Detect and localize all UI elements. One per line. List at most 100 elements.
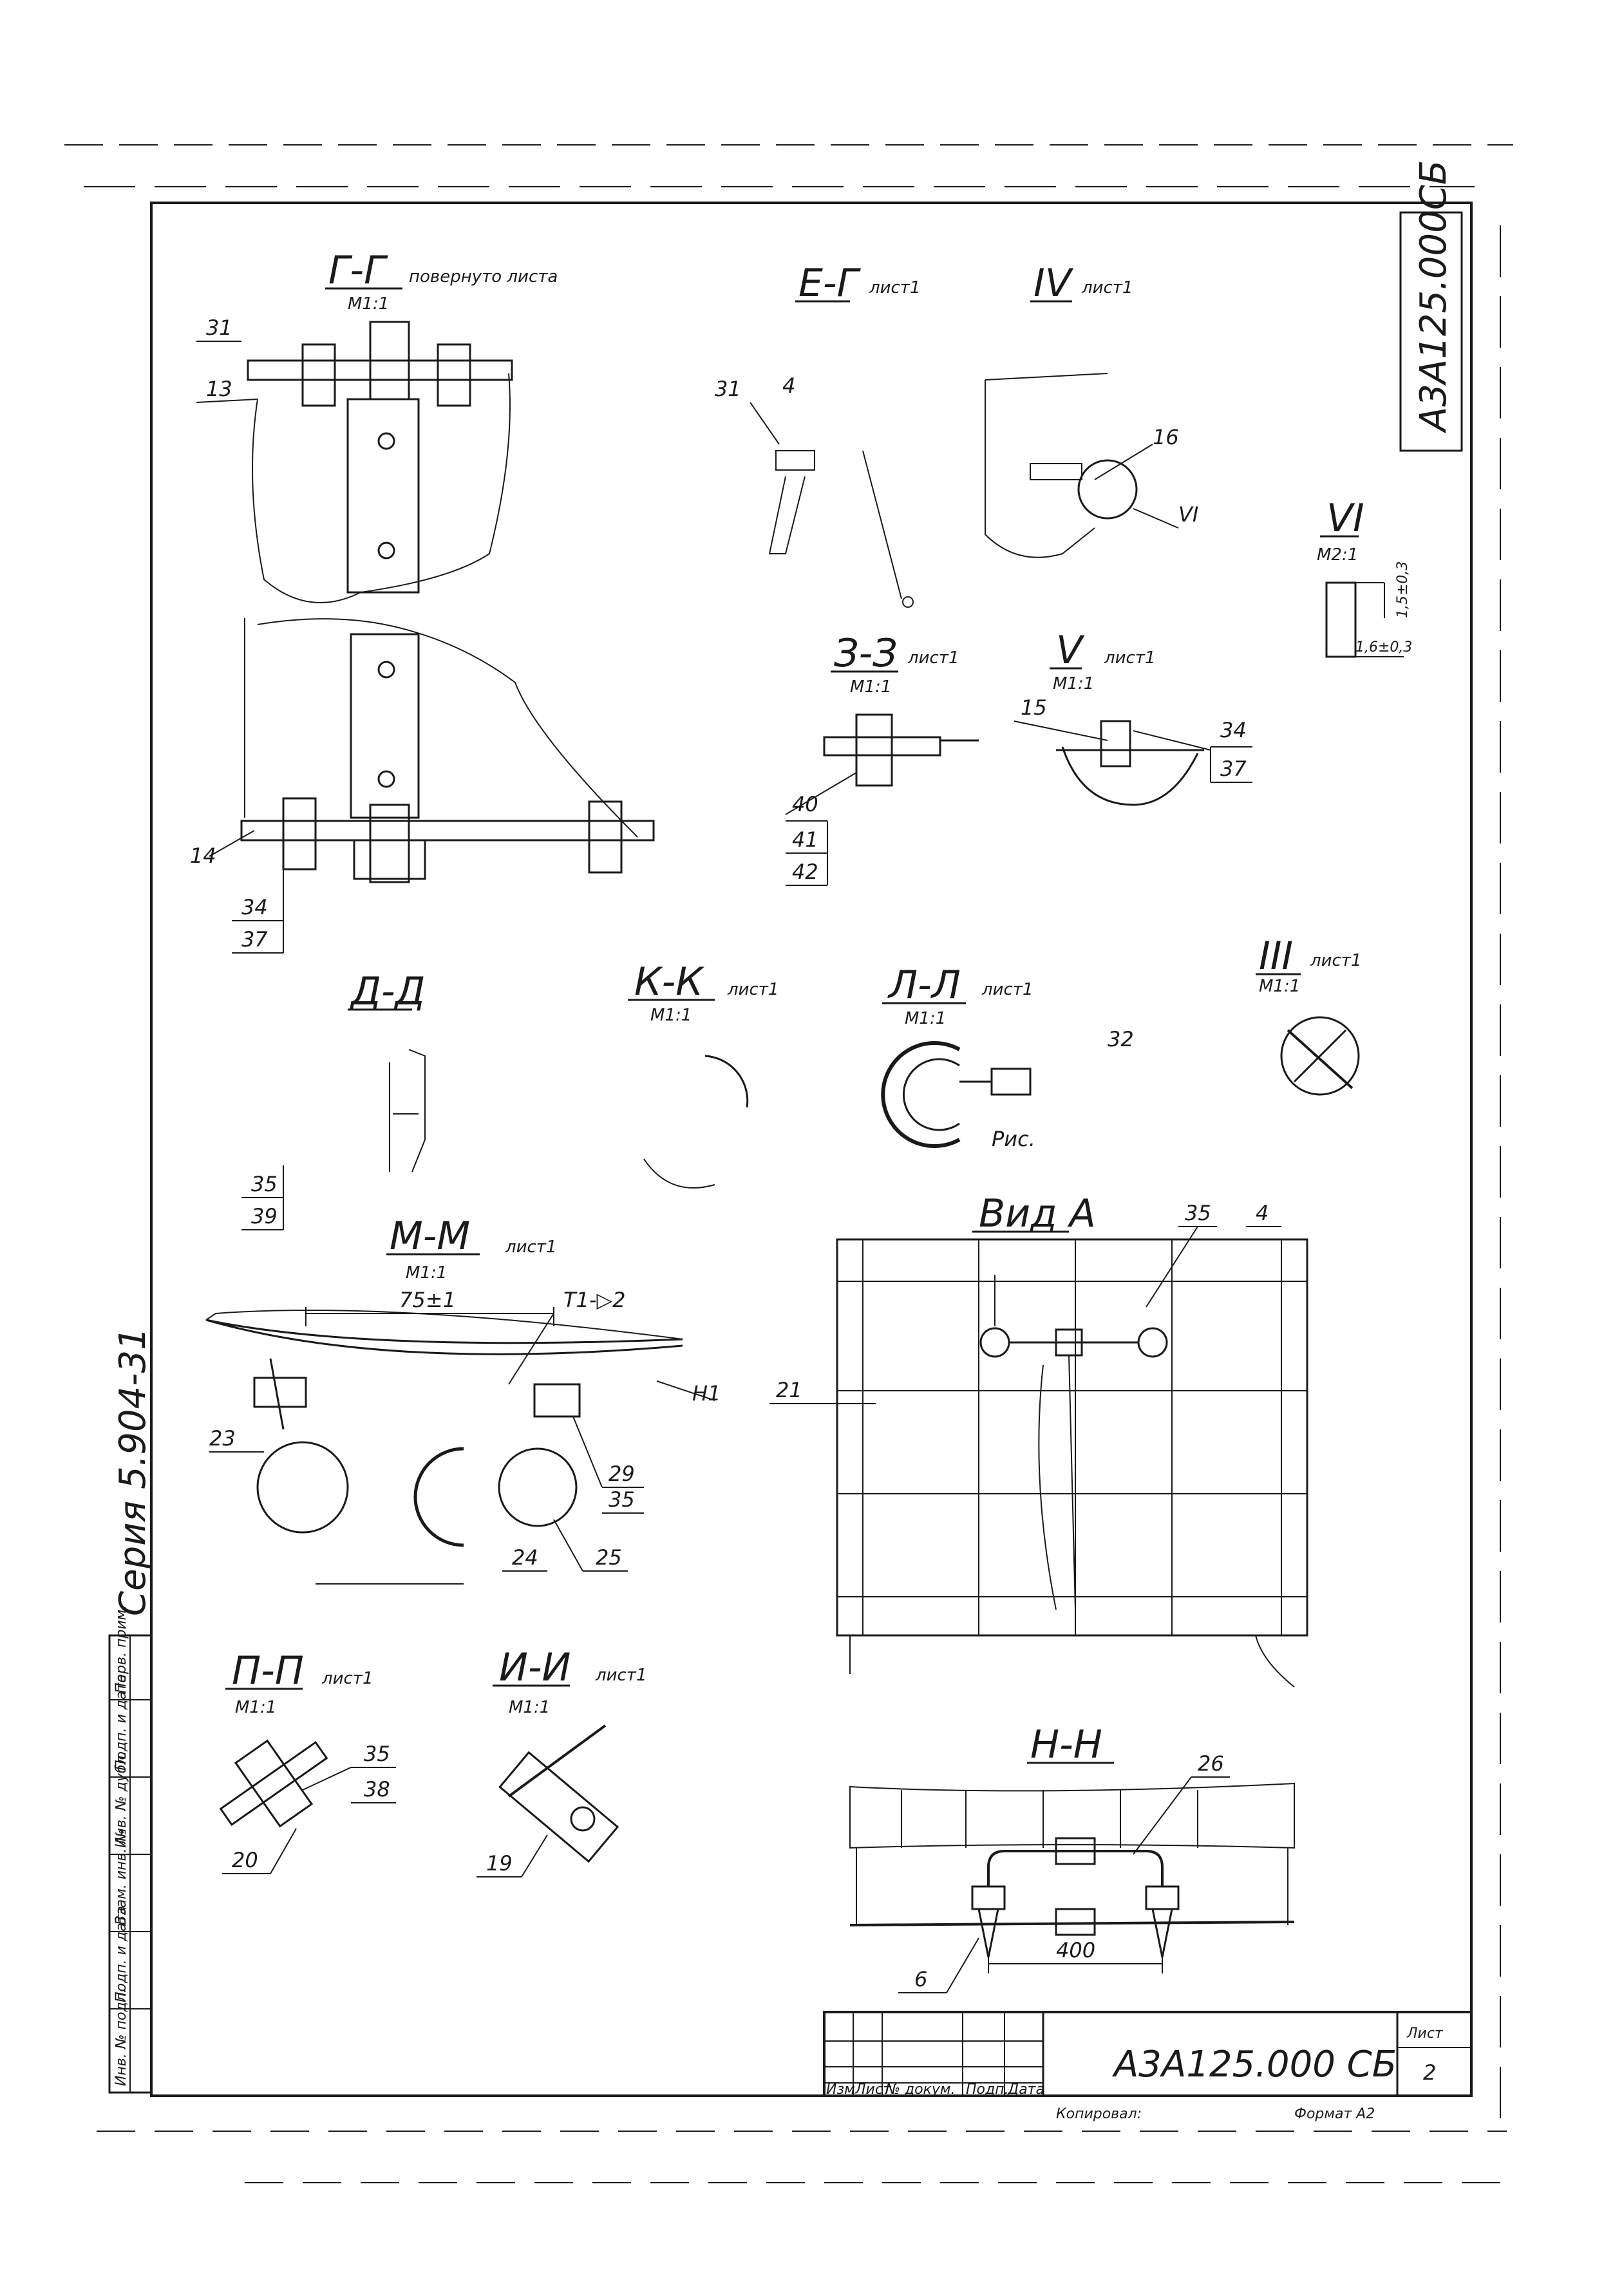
ref-19: 19	[486, 1851, 513, 1876]
view-title: П-П	[232, 1648, 304, 1693]
ref-42: 42	[792, 860, 818, 884]
ref-vi: VI	[1178, 502, 1198, 527]
ref-31: 31	[715, 377, 741, 401]
view-scale: М2:1	[1317, 545, 1358, 565]
view-vi: VI М2:1 1,5±0,3 1,6±0,3	[1317, 496, 1412, 658]
ref-31: 31	[206, 315, 232, 340]
ref-35: 35	[609, 1487, 635, 1512]
left-strip-label: Инв. № подл.	[113, 1988, 129, 2086]
ref-34: 34	[1220, 718, 1247, 742]
ref-40: 40	[792, 792, 818, 816]
ref-39: 39	[251, 1204, 278, 1228]
left-strip-label: Подп. и дата	[113, 1906, 129, 2002]
ref-34: 34	[241, 895, 268, 919]
ref-13: 13	[206, 377, 232, 401]
view-zz: З-З лист1 М1:1 40 41 42	[785, 631, 979, 886]
view-title: Д-Д	[349, 969, 425, 1014]
dim-75: 75±1	[399, 1288, 456, 1312]
view-ii: И-И лист1 М1:1 19	[476, 1645, 647, 1877]
ref-29: 29	[609, 1462, 635, 1486]
view-ll: Л-Л лист1 М1:1 32	[881, 963, 1134, 1148]
sheet-label: Лист	[1406, 2026, 1444, 2042]
view-nn: Н-Н 26 400 6	[849, 1722, 1295, 1993]
view-title: Вид А	[979, 1191, 1096, 1236]
ref-23: 23	[209, 1426, 236, 1451]
view-title: Е-Г	[798, 261, 862, 306]
view-vid-a: Вид А 35 4 21	[769, 1191, 1308, 1688]
view-scale: М1:1	[905, 1009, 946, 1028]
view-title: З-З	[834, 631, 898, 676]
view-scale: М1:1	[1259, 977, 1300, 996]
document-number: А3А125.000 СБ	[1112, 2044, 1397, 2085]
view-scale: М1:1	[509, 1698, 550, 1717]
ref-32: 32	[1108, 1027, 1134, 1051]
weld-mark: Т1-▷2	[563, 1288, 625, 1312]
figure-caption-text: Рис.	[992, 1127, 1035, 1151]
sheet-number: 2	[1423, 2060, 1436, 2085]
ref-38: 38	[364, 1777, 390, 1802]
title-block: Изм Лист № докум. Подп. Дата А3А125.000 …	[823, 2011, 1473, 2122]
view-title: V	[1056, 628, 1085, 673]
ref-41: 41	[792, 827, 818, 852]
dim-400: 400	[1056, 1938, 1095, 1962]
view-title: Н-Н	[1030, 1722, 1102, 1767]
view-scale: М1:1	[650, 1006, 692, 1025]
view-eg: Е-Г лист1 31 4	[715, 261, 921, 608]
sheet-frame	[64, 144, 1513, 2183]
view-pp: П-П лист1 М1:1 35 38 20	[219, 1648, 396, 1874]
view-title: III	[1259, 934, 1293, 979]
format-label: Формат А2	[1294, 2106, 1375, 2122]
ref-37: 37	[1220, 757, 1247, 781]
view-kk: К-К лист1 М1:1	[628, 959, 779, 1189]
view-scale: М1:1	[348, 294, 389, 314]
ref-6: 6	[914, 1967, 927, 1991]
view-mm: М-М лист1 М1:1 75±1 Т1-▷2 Н1 23 29 35 24…	[205, 1214, 721, 1585]
left-strip: Инв. № подл. Подп. и дата Взам. инв. № И…	[108, 1327, 154, 2094]
ref-4: 4	[782, 373, 795, 398]
dim-vi-1: 1,5±0,3	[1395, 561, 1411, 618]
left-strip-label: Инв. № дубл.	[113, 1751, 129, 1848]
ref-14: 14	[190, 843, 216, 868]
view-gg: Г-Г повернуто листа М1:1 31 13 14 34	[190, 248, 655, 954]
copy-label: Копировал:	[1056, 2106, 1142, 2122]
view-v: V лист1 М1:1 15 34 37	[1014, 628, 1252, 806]
ref-35: 35	[251, 1172, 278, 1196]
view-title: Г-Г	[328, 248, 388, 293]
ref-35: 35	[1185, 1201, 1211, 1225]
left-strip-label: Перв. прим.	[113, 1605, 129, 1693]
view-title: IV	[1033, 261, 1074, 306]
ref-n1: Н1	[692, 1381, 721, 1406]
view-note: лист1	[1081, 278, 1133, 297]
view-scale: М1:1	[235, 1698, 276, 1717]
view-note: лист1	[727, 980, 779, 999]
title-header: Изм	[826, 2082, 855, 2098]
view-iv: IV лист1 16 VI	[985, 261, 1198, 558]
view-title: И-И	[499, 1645, 571, 1690]
title-header: Подп.	[966, 2082, 1009, 2098]
view-title: М-М	[390, 1214, 470, 1259]
ref-21: 21	[776, 1378, 802, 1402]
ref-15: 15	[1021, 695, 1047, 720]
ref-25: 25	[596, 1545, 622, 1570]
view-note: повернуто листа	[409, 267, 558, 287]
view-note: лист1	[321, 1669, 373, 1688]
view-note: лист1	[907, 648, 959, 668]
ref-4: 4	[1256, 1201, 1269, 1225]
series-label: Серия 5.904-31	[112, 1327, 154, 1616]
view-title: К-К	[634, 959, 704, 1004]
ref-35: 35	[364, 1742, 390, 1766]
view-note: лист1	[981, 980, 1033, 999]
top-stamp: А3А125.000СБ	[1399, 160, 1463, 452]
ref-26: 26	[1198, 1751, 1224, 1776]
view-note: лист1	[595, 1666, 647, 1685]
title-header: Лист	[854, 2082, 892, 2098]
view-note: лист1	[1104, 648, 1156, 668]
ref-20: 20	[232, 1848, 258, 1872]
figure-caption: Рис.	[992, 1127, 1035, 1151]
view-iii: III лист1 М1:1	[1256, 934, 1362, 1096]
view-note: лист1	[505, 1237, 557, 1257]
ref-24: 24	[512, 1545, 538, 1570]
view-scale: М1:1	[850, 677, 891, 697]
ref-37: 37	[241, 927, 268, 952]
